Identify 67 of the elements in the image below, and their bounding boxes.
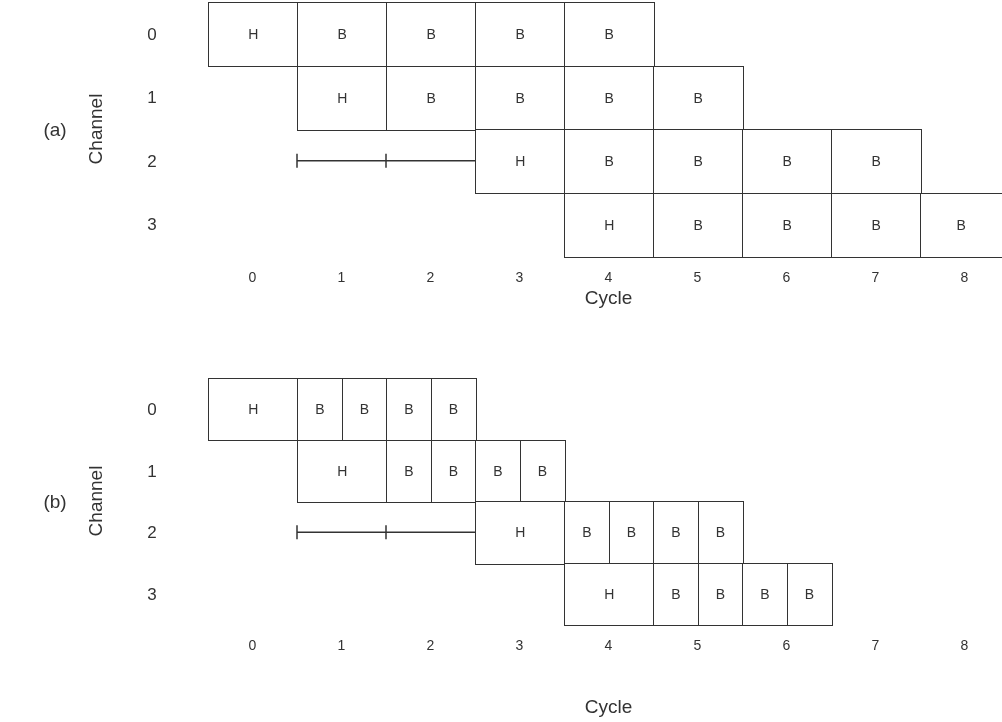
channel-number: 3	[147, 215, 157, 233]
body-flit-box: B	[386, 378, 432, 442]
body-flit-box: B	[386, 2, 477, 67]
axis-title: Channel	[85, 93, 105, 165]
body-flit-box: B	[430, 378, 477, 442]
channel-number: 0	[147, 400, 157, 418]
cycle-number: 2	[426, 270, 435, 284]
body-flit-box: B	[475, 2, 566, 67]
body-flit-box: B	[831, 129, 922, 194]
body-flit-box: B	[831, 192, 922, 258]
cycle-number: 8	[960, 638, 969, 652]
body-flit-box: B	[386, 439, 432, 503]
channel-number: 2	[147, 152, 157, 170]
channel-number: 3	[147, 585, 157, 603]
body-flit-box: B	[519, 439, 566, 503]
body-flit-box: B	[742, 563, 788, 627]
cycle-number: 7	[871, 638, 880, 652]
cycle-number: 2	[426, 638, 435, 652]
header-flit-box: H	[208, 2, 299, 67]
header-flit-box: H	[297, 65, 388, 131]
body-flit-box: B	[564, 501, 610, 565]
cycle-number: 5	[693, 638, 702, 652]
body-flit-box: B	[564, 129, 655, 194]
cycle-number: 3	[515, 638, 524, 652]
header-flit-box: H	[564, 192, 655, 258]
axis-title: Channel	[85, 466, 105, 537]
body-flit-box: B	[564, 2, 655, 67]
header-flit-box: H	[564, 563, 655, 627]
cycle-number: 4	[604, 270, 613, 284]
channel-number: 1	[147, 88, 157, 106]
header-flit-box: H	[208, 378, 299, 442]
body-flit-box: B	[742, 129, 833, 194]
axis-title: Cycle	[584, 696, 633, 716]
body-flit-box: B	[697, 501, 744, 565]
channel-number: 1	[147, 462, 157, 480]
header-flit-box: H	[297, 439, 388, 503]
body-flit-box: B	[475, 439, 521, 503]
cycle-number: 4	[604, 638, 613, 652]
body-flit-box: B	[697, 563, 744, 627]
channel-number: 0	[147, 25, 157, 43]
body-flit-box: B	[920, 192, 1002, 258]
body-flit-box: B	[653, 65, 744, 131]
cycle-number: 3	[515, 270, 524, 284]
body-flit-box: B	[742, 192, 833, 258]
cycle-number: 7	[871, 270, 880, 284]
cycle-number: 5	[693, 270, 702, 284]
panel-label: (a)	[43, 119, 67, 139]
cycle-number: 6	[782, 270, 791, 284]
cycle-number: 6	[782, 638, 791, 652]
body-flit-box: B	[653, 501, 699, 565]
cycle-number: 8	[960, 270, 969, 284]
body-flit-box: B	[653, 192, 744, 258]
body-flit-box: B	[653, 129, 744, 194]
body-flit-box: B	[653, 563, 699, 627]
body-flit-box: B	[786, 563, 833, 627]
body-flit-box: B	[297, 2, 388, 67]
header-flit-box: H	[475, 129, 566, 194]
axis-title: Cycle	[584, 287, 633, 307]
cycle-number: 1	[337, 270, 346, 284]
channel-number: 2	[147, 523, 157, 541]
body-flit-box: B	[386, 65, 477, 131]
body-flit-box: B	[297, 378, 343, 442]
panel-label: (b)	[43, 491, 67, 511]
header-flit-box: H	[475, 501, 566, 565]
cycle-number: 0	[248, 638, 257, 652]
cycle-number: 0	[248, 270, 257, 284]
cycle-number: 1	[337, 638, 346, 652]
